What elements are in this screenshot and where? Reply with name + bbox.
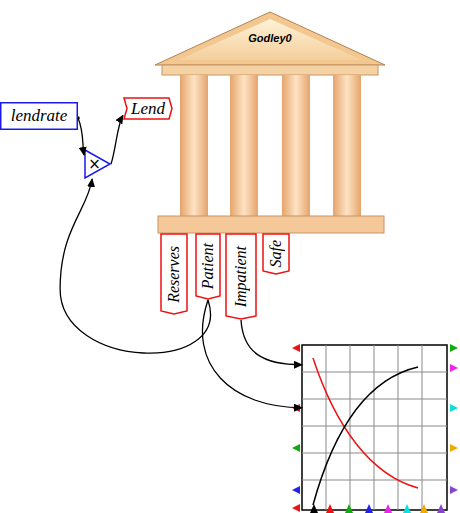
column-variable: Reserves (160, 233, 188, 315)
outline-path (1, 103, 78, 130)
node-label: × (88, 155, 101, 173)
plot-widget (292, 344, 458, 513)
node-label: Patient (199, 243, 217, 289)
node-label: Lend (131, 99, 165, 119)
wire (111, 115, 123, 164)
plot-node (302, 345, 447, 510)
column-variable: Safe (262, 233, 290, 275)
outline-path (263, 234, 289, 274)
plot-curve (313, 358, 418, 488)
wire (241, 320, 302, 365)
plot-frame (302, 345, 447, 510)
node-label: Impatient (232, 246, 250, 307)
pediment (155, 12, 385, 65)
outline-path (85, 150, 110, 178)
flow-variable: Lend (123, 97, 173, 120)
godley-table: Godley0 (155, 12, 385, 234)
plot-curve (313, 367, 418, 505)
outline-path (226, 234, 256, 319)
column (180, 75, 208, 216)
node-label: Godley0 (248, 32, 291, 44)
column (333, 75, 361, 216)
outline-path (161, 234, 187, 314)
column (282, 75, 310, 216)
multiply-operator: × (84, 149, 111, 179)
wire (60, 179, 210, 353)
plot-grid (302, 345, 447, 510)
node-label: Reserves (165, 246, 183, 303)
column-variable: Impatient (225, 233, 257, 320)
column-variable: Patient (195, 233, 221, 300)
bank-icon (155, 12, 385, 233)
node-label: lendrate (11, 106, 68, 126)
variable-box: lendrate (0, 102, 78, 130)
base (158, 216, 384, 233)
entablature (162, 65, 378, 75)
pediment-inner (178, 19, 362, 60)
column (230, 75, 258, 216)
node-label: Safe (267, 240, 285, 268)
outline-path (196, 234, 220, 299)
outline-path (124, 98, 172, 119)
plot-ports (292, 344, 458, 513)
wire (78, 118, 84, 155)
wire (202, 300, 302, 408)
